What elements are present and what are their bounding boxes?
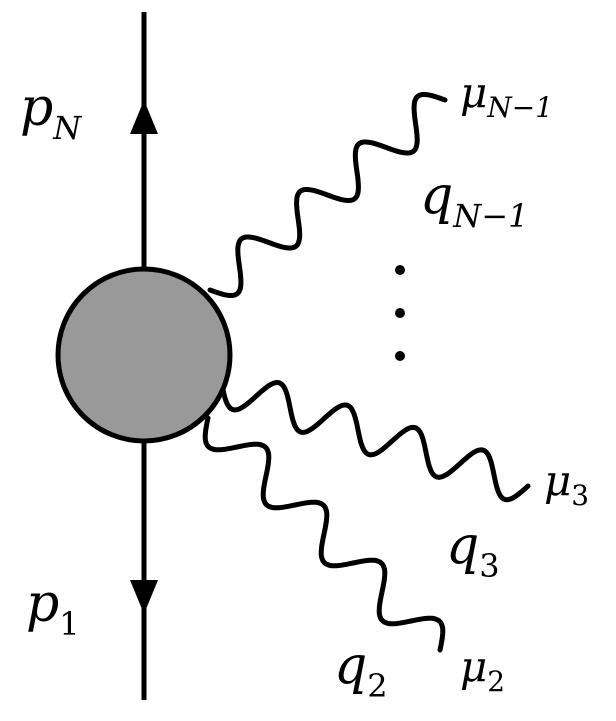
photon-line-n-minus-1 <box>207 92 448 298</box>
label-mu-2: μ2 <box>460 642 506 698</box>
interaction-blob <box>55 266 233 444</box>
label-p-1: p1 <box>26 574 80 643</box>
photon-line-2 <box>202 415 446 653</box>
ellipsis-dot <box>395 265 405 275</box>
arrow-up-icon <box>130 100 158 134</box>
label-mu-n-minus-1: μN−1 <box>460 68 554 124</box>
label-p-n: pN <box>20 78 82 147</box>
arrow-down-icon <box>130 580 158 614</box>
label-q-n-minus-1: qN−1 <box>420 166 529 235</box>
ellipsis-dot <box>395 351 405 361</box>
photon-line-3 <box>219 379 531 503</box>
label-q-2: q2 <box>334 636 388 705</box>
ellipsis-dot <box>395 308 405 318</box>
label-mu-3: μ3 <box>544 456 590 512</box>
label-q-3: q3 <box>446 516 500 585</box>
